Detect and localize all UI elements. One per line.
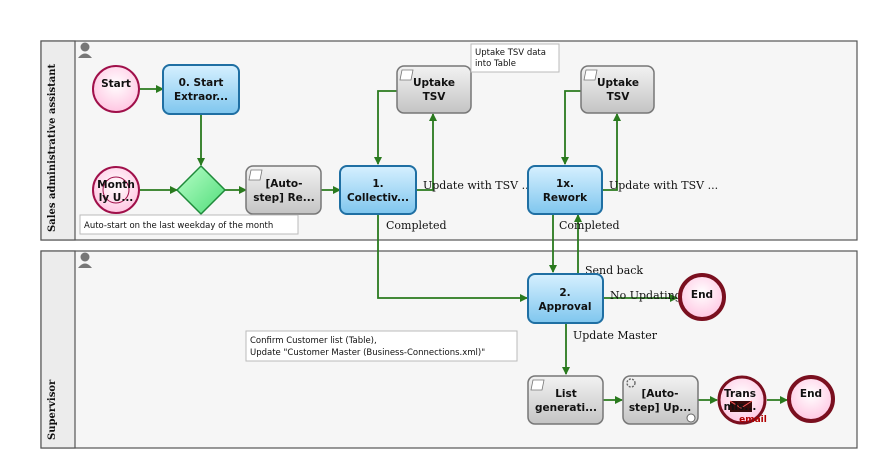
task-label-line1: [Auto- bbox=[266, 178, 303, 190]
timer-start-event[interactable]: Month ly U... bbox=[92, 166, 140, 214]
edge-rework-to-uptake2[interactable] bbox=[602, 113, 621, 191]
clock-icon bbox=[102, 176, 130, 204]
timer-label-line2: ly U... bbox=[99, 192, 134, 204]
task-start-extraordinary[interactable]: 0. Start Extraor... bbox=[162, 64, 240, 115]
task-collective[interactable]: 1. Collectiv... bbox=[339, 165, 417, 215]
task-label-line2: TSV bbox=[607, 91, 631, 103]
task-uptake-tsv-2[interactable]: Uptake TSV bbox=[580, 65, 655, 114]
task-label-line2: step] Up... bbox=[629, 402, 691, 414]
start-event-label: Start bbox=[101, 78, 131, 90]
exclusive-gateway[interactable] bbox=[175, 164, 227, 216]
task-label-line1: [Auto- bbox=[642, 388, 679, 400]
script-icon bbox=[399, 69, 414, 81]
task-approval[interactable]: 2. Approval bbox=[527, 273, 604, 324]
task-label-line1: 0. Start bbox=[179, 77, 224, 89]
edge-label-completed-2: Completed bbox=[559, 219, 620, 232]
task-label-line2: Approval bbox=[538, 301, 591, 313]
task-label-line2: step] Re... bbox=[253, 192, 315, 204]
start-event[interactable]: Start bbox=[92, 65, 140, 113]
edges bbox=[139, 85, 788, 404]
task-label-line2: Rework bbox=[543, 192, 588, 204]
task-label-line1: Uptake bbox=[413, 77, 455, 89]
task-list-generation[interactable]: List generati... bbox=[527, 375, 604, 425]
edge-label-update-tsv-1: Update with TSV ... bbox=[423, 179, 532, 192]
person-icon bbox=[78, 252, 92, 268]
edge-label-update-master: Update Master bbox=[573, 329, 658, 342]
clock-icon bbox=[686, 413, 696, 423]
script-icon bbox=[248, 169, 263, 181]
task-label-line1: 1x. bbox=[556, 178, 574, 190]
edge-label-completed-1: Completed bbox=[386, 219, 447, 232]
edge-label-no-updating: No Updating bbox=[610, 289, 682, 302]
task-label-line1: 1. bbox=[372, 178, 383, 190]
email-badge: email bbox=[739, 415, 767, 425]
end-event-no-updating[interactable]: End bbox=[678, 273, 726, 321]
envelope-icon bbox=[729, 400, 753, 412]
note-confirm-customer: Confirm Customer list (Table), Update "C… bbox=[245, 330, 518, 362]
task-label-line2: TSV bbox=[423, 91, 447, 103]
note-line1: Confirm Customer list (Table), bbox=[250, 336, 377, 346]
email-transmission-event[interactable]: Trans mis... email bbox=[717, 375, 767, 425]
task-label-line1: 2. bbox=[559, 287, 570, 299]
task-label-line2: generati... bbox=[535, 402, 597, 414]
end-event-label: End bbox=[691, 289, 713, 301]
task-uptake-tsv-1[interactable]: Uptake TSV bbox=[396, 65, 472, 114]
script-icon bbox=[583, 69, 598, 81]
gear-icon bbox=[626, 378, 636, 388]
edge-uptake2-to-rework[interactable] bbox=[561, 90, 581, 165]
edge-label-send-back: Send back bbox=[585, 264, 643, 277]
note-uptake-tsv: Uptake TSV data into Table bbox=[470, 43, 560, 73]
note-line2: into Table bbox=[475, 59, 516, 69]
task-rework[interactable]: 1x. Rework bbox=[527, 165, 603, 215]
note-line1: Auto-start on the last weekday of the mo… bbox=[84, 221, 273, 231]
lane-label-sales-assistant: Sales administrative assistant bbox=[47, 63, 58, 232]
edge-collective-to-approval[interactable] bbox=[377, 214, 528, 302]
transmission-label-line1: Trans bbox=[724, 388, 756, 400]
task-label-line1: List bbox=[555, 388, 577, 400]
script-icon bbox=[530, 379, 545, 391]
task-label-line1: Uptake bbox=[597, 77, 639, 89]
lane-label-supervisor: Supervisor bbox=[47, 379, 58, 440]
note-line1: Uptake TSV data bbox=[475, 48, 546, 58]
task-auto-report[interactable]: [Auto- step] Re... bbox=[245, 165, 322, 215]
timer-label-line1: Month bbox=[97, 179, 135, 191]
edge-label-update-tsv-2: Update with TSV ... bbox=[609, 179, 718, 192]
end-event-final[interactable]: End bbox=[787, 375, 835, 423]
note-autostart: Auto-start on the last weekday of the mo… bbox=[79, 214, 299, 235]
edge-uptake1-to-collective[interactable] bbox=[374, 90, 397, 165]
task-label-line2: Collectiv... bbox=[347, 192, 409, 204]
person-icon bbox=[78, 42, 92, 58]
end-event-label: End bbox=[800, 388, 822, 400]
task-auto-update[interactable]: [Auto- step] Up... bbox=[622, 375, 699, 425]
note-line2: Update "Customer Master (Business-Connec… bbox=[250, 348, 485, 358]
edge-collective-to-uptake1[interactable] bbox=[416, 113, 437, 191]
transmission-label-line2: mis... bbox=[724, 401, 757, 413]
task-label-line2: Extraor... bbox=[174, 91, 228, 103]
